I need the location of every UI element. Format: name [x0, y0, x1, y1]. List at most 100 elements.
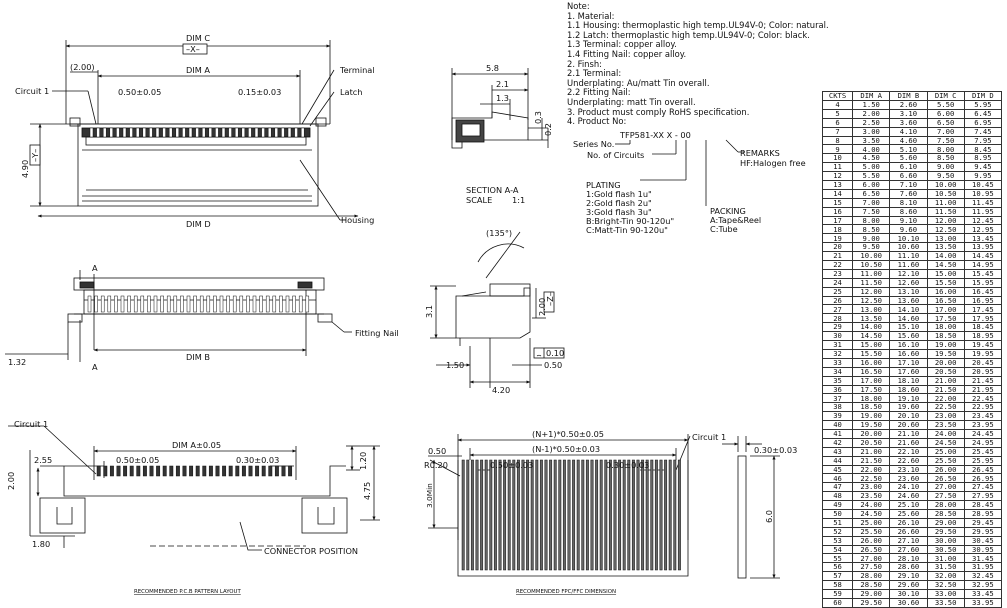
table-cell: 16.45: [963, 286, 1003, 297]
table-cell: 21.50: [926, 384, 965, 395]
pcb-pad-w: 0.30±0.03: [236, 455, 279, 465]
angle-135: (135°): [486, 228, 512, 238]
note-line: 3. Product must comply RoHS specificatio…: [567, 106, 750, 117]
table-cell: 8: [821, 135, 854, 146]
pcb-pitch: 0.50±0.05: [116, 455, 159, 465]
table-cell: 12.10: [889, 268, 928, 279]
table-cell: 12.45: [963, 215, 1003, 226]
front-view-terminal: [186, 295, 191, 313]
top-view-terminal: [254, 127, 259, 138]
note-line: 1.4 Fitting Nail: copper alloy.: [567, 48, 687, 59]
pcb-pad: [288, 465, 293, 477]
series-label: Series No.: [573, 139, 614, 149]
plating-title: PLATING: [586, 180, 621, 190]
fitting-nail-label: Fitting Nail: [355, 328, 399, 338]
plating-1: 1:Gold flash 1u": [586, 189, 652, 199]
note-line: Underplating: Au/matt Tin overall.: [567, 77, 710, 88]
table-cell: 18.10: [889, 375, 928, 386]
table-cell: 32: [821, 348, 854, 359]
note-line: 2. Finsh:: [567, 58, 602, 69]
pcb-pad: [255, 465, 260, 477]
table-cell: 27: [821, 304, 854, 315]
pcb-255: 2.55: [34, 455, 52, 465]
pcb-layout: [8, 425, 380, 551]
table-cell: 13.60: [889, 295, 928, 306]
pcb-dim-a: DIM A±0.05: [172, 440, 221, 450]
front-view-terminal: [160, 295, 164, 313]
table-cell: 6.45: [963, 108, 1003, 119]
halogen-label: HF:Halogen free: [740, 158, 806, 168]
table-cell: 54: [821, 544, 854, 555]
table-cell: 9.60: [889, 224, 928, 235]
table-header-cell: DIM C: [926, 91, 965, 101]
pcb-pad: [169, 465, 174, 477]
table-cell: 12.00: [852, 286, 891, 297]
fpc-contact: [489, 459, 493, 571]
table-cell: 25.50: [926, 455, 965, 466]
table-cell: 7.50: [852, 206, 891, 217]
pcb-pad: [268, 465, 273, 477]
pcb-pad: [208, 465, 213, 477]
table-cell: 16.50: [926, 295, 965, 306]
pitch-right: 0.15±0.03: [238, 87, 281, 97]
table-cell: 3.00: [852, 126, 891, 137]
offset-label: (2.00): [70, 62, 95, 72]
table-cell: 26: [821, 295, 854, 306]
front-view-terminal: [140, 295, 145, 313]
top-view-terminal: [149, 127, 153, 138]
table-cell: 42: [821, 437, 854, 448]
table-cell: 11.00: [926, 197, 965, 208]
packing-title: PACKING: [710, 206, 746, 216]
pcb-pad: [248, 465, 253, 477]
front-view-terminal: [272, 295, 277, 313]
datum-y: –Y–: [30, 149, 40, 162]
top-view-terminal: [228, 127, 232, 138]
table-cell: 6.00: [926, 108, 965, 119]
pcb-pad: [156, 465, 161, 477]
top-view-terminal: [142, 127, 147, 138]
table-cell: 12.50: [926, 224, 965, 235]
table-cell: 26.50: [852, 544, 891, 555]
table-cell: 19.50: [926, 348, 965, 359]
pcb-180: 1.80: [32, 539, 50, 549]
pcb-pad: [182, 465, 187, 477]
table-cell: 27.10: [889, 535, 928, 546]
plating-3: 3:Gold flash 3u": [586, 207, 652, 217]
pcb-pad: [149, 465, 154, 477]
table-cell: 24.95: [963, 437, 1003, 448]
fpc-contact: [572, 459, 576, 571]
table-cell: 17.50: [852, 384, 891, 395]
fpc-pitch: 0.50±0.03: [490, 460, 533, 470]
table-cell: 17.45: [963, 304, 1003, 315]
fpc-caption: RECOMMENDED FPC/FFC DIMENSION: [516, 589, 616, 595]
section-02: 0.2: [543, 123, 553, 136]
fpc-contact: [498, 459, 502, 571]
fpc-contact: [507, 459, 511, 571]
plating-b: B:Bright-Tin 90-120u": [586, 216, 674, 226]
front-view-terminal: [120, 295, 125, 313]
fpc-contact: [604, 459, 608, 571]
fpc-contact: [475, 459, 479, 571]
table-cell: 21.60: [889, 437, 928, 448]
height-200: 2.00: [537, 298, 547, 316]
table-cell: 29.00: [852, 588, 891, 599]
note-line: 1.2 Latch: thermoplastic high temp.UL94V…: [567, 29, 810, 40]
table-cell: 30.50: [926, 544, 965, 555]
dim-d-label: DIM D: [186, 219, 211, 229]
table-cell: 29.50: [926, 526, 965, 537]
table-cell: 8.60: [889, 206, 928, 217]
front-view-terminal: [246, 295, 250, 313]
fpc-contact: [654, 459, 658, 571]
side-view: [430, 231, 565, 388]
table-cell: 26.00: [852, 535, 891, 546]
